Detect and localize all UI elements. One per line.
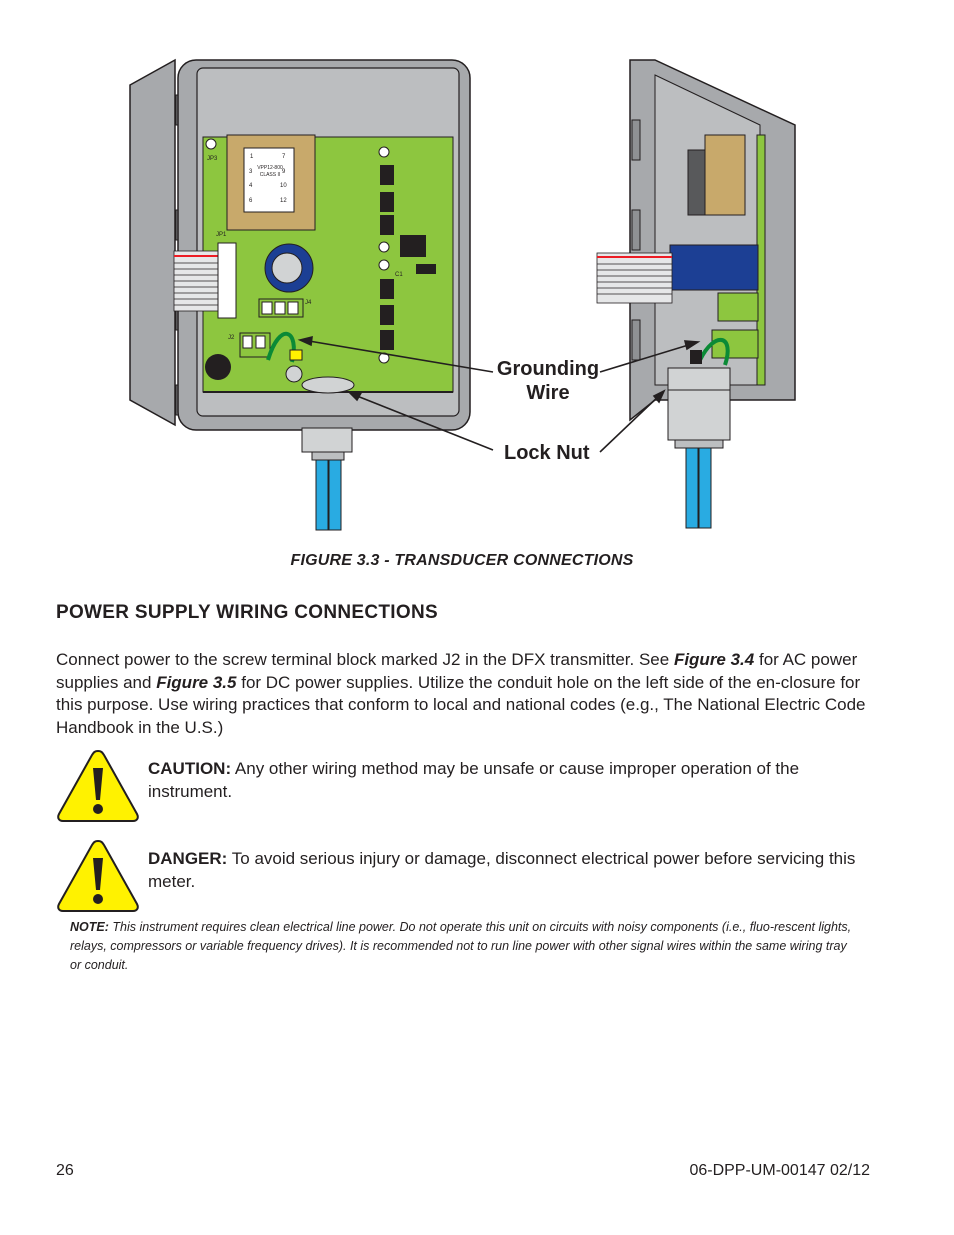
warning-triangle-icon <box>57 839 139 912</box>
transformer-pin: 6 <box>249 198 253 204</box>
danger-text: DANGER: To avoid serious injury or damag… <box>148 847 868 893</box>
transformer-pin: 9 <box>282 169 286 175</box>
figure-reference: Figure 3.5 <box>156 672 237 692</box>
para-text: for AC power supplies and <box>56 650 858 692</box>
j4-label: J4 <box>305 300 312 306</box>
warning-triangle-icon <box>57 749 139 822</box>
transformer-pin: 4 <box>249 183 253 189</box>
note-label: NOTE: <box>70 920 109 934</box>
transducer-connections-figure: JP3 JP1 J4 J2 C1 VPP12-800 CLASS II 1 7 … <box>0 0 954 545</box>
enclosure-illustration <box>129 58 796 531</box>
transformer-pin: 12 <box>280 198 287 204</box>
caution-block: CAUTION: Any other wiring method may be … <box>56 748 876 828</box>
caution-text: CAUTION: Any other wiring method may be … <box>148 757 868 803</box>
grounding-wire-callout-line1: Grounding <box>496 358 600 380</box>
figure-caption: FIGURE 3.3 - TRANSDUCER CONNECTIONS <box>290 552 634 569</box>
caution-message: Any other wiring method may be unsafe or… <box>148 759 800 801</box>
document-id: 06-DPP-UM-00147 02/12 <box>689 1162 870 1179</box>
para-text: Connect power to the screw terminal bloc… <box>56 650 674 669</box>
transformer-pin: 3 <box>249 169 253 175</box>
figure-reference: Figure 3.4 <box>673 650 755 669</box>
danger-label: DANGER: <box>148 849 228 868</box>
j2-label: J2 <box>228 335 235 341</box>
jp3-label: JP3 <box>207 156 218 162</box>
note-block: NOTE: This instrument requires clean ele… <box>70 918 860 975</box>
c1-label: C1 <box>395 272 403 278</box>
danger-message: To avoid serious injury or damage, disco… <box>148 849 856 891</box>
lock-nut-callout: Lock Nut <box>504 442 590 464</box>
body-paragraph: Connect power to the screw terminal bloc… <box>56 649 871 739</box>
caution-label: CAUTION: <box>148 759 232 778</box>
section-heading: POWER SUPPLY WIRING CONNECTIONS <box>56 602 438 623</box>
para-text: for DC power supplies. Utilize the condu… <box>56 672 866 737</box>
jp1-label: JP1 <box>216 232 227 238</box>
page-number: 26 <box>56 1162 74 1179</box>
danger-block: DANGER: To avoid serious injury or damag… <box>56 838 876 918</box>
transformer-pin: 10 <box>280 183 287 189</box>
transformer-model-label: VPP12-800 <box>257 165 283 171</box>
transformer-class-label: CLASS II <box>259 172 281 178</box>
grounding-wire-callout: Grounding Wire <box>492 357 604 405</box>
note-text: This instrument requires clean electrica… <box>70 920 852 972</box>
transformer-pin: 7 <box>282 154 286 160</box>
transformer-pin: 1 <box>250 154 254 160</box>
grounding-wire-callout-line2: Wire <box>526 382 570 404</box>
